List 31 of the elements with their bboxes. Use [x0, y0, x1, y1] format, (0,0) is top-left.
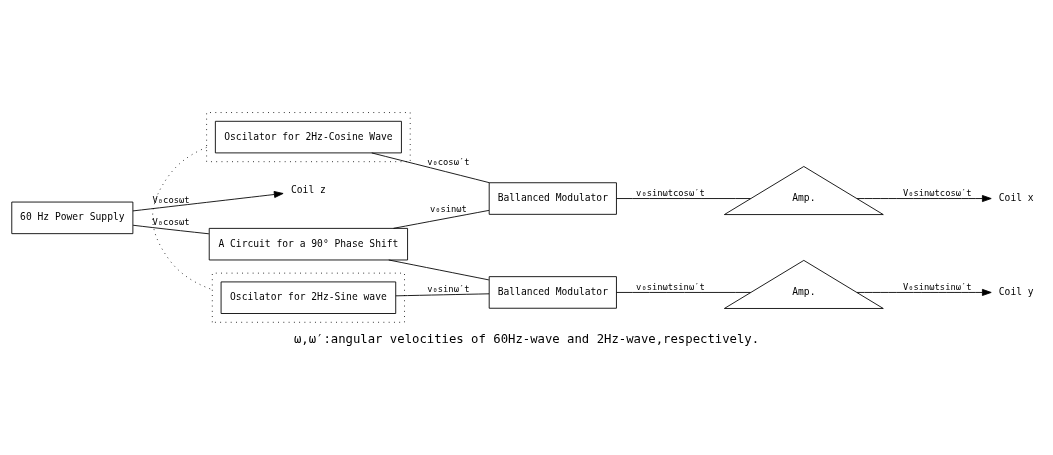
- arrow: [132, 191, 284, 212]
- edge-label: v₀sinωt: [429, 203, 467, 214]
- connector: [616, 292, 752, 293]
- connector: [371, 152, 490, 184]
- connector: [616, 198, 752, 199]
- edge-label: V₀cosωt: [152, 194, 190, 205]
- edge-label: v₀sinωtcosω′t: [636, 187, 705, 198]
- edge-label: V₀cosωt: [152, 216, 190, 227]
- connector: [132, 224, 210, 235]
- arrow: [856, 195, 992, 203]
- connector: [388, 259, 490, 281]
- edge-label: v₀sinω′t: [427, 283, 470, 294]
- cluster: [206, 112, 411, 163]
- node-box: Ballanced Modulator: [488, 182, 617, 215]
- node-box: A Circuit for a 90° Phase Shift: [208, 227, 408, 261]
- node-box: 60 Hz Power Supply: [11, 201, 134, 235]
- connector: [393, 209, 490, 229]
- node-box: Ballanced Modulator: [488, 276, 617, 309]
- cluster: [211, 272, 405, 323]
- caption: ω,ω′:angular velocities of 60Hz-wave and 2Hz-wave,respectively.: [293, 331, 760, 346]
- connector: [395, 293, 490, 297]
- node-box: Oscilator for 2Hz-Cosine Wave: [214, 120, 402, 154]
- edge-label: v₀sinωtsinω′t: [636, 281, 705, 292]
- node-text: Coil y: [998, 285, 1034, 297]
- edge-label: v₀cosω′t: [427, 157, 470, 168]
- edge-label: V₀sinωtsinω′t: [902, 281, 972, 292]
- edge-label: V₀sinωtcosω′t: [902, 187, 972, 198]
- node-box: Oscilator for 2Hz-Sine wave: [220, 281, 397, 314]
- node-text: Coil z: [290, 184, 326, 196]
- node-text: Coil x: [998, 192, 1034, 203]
- arrow: [856, 288, 992, 296]
